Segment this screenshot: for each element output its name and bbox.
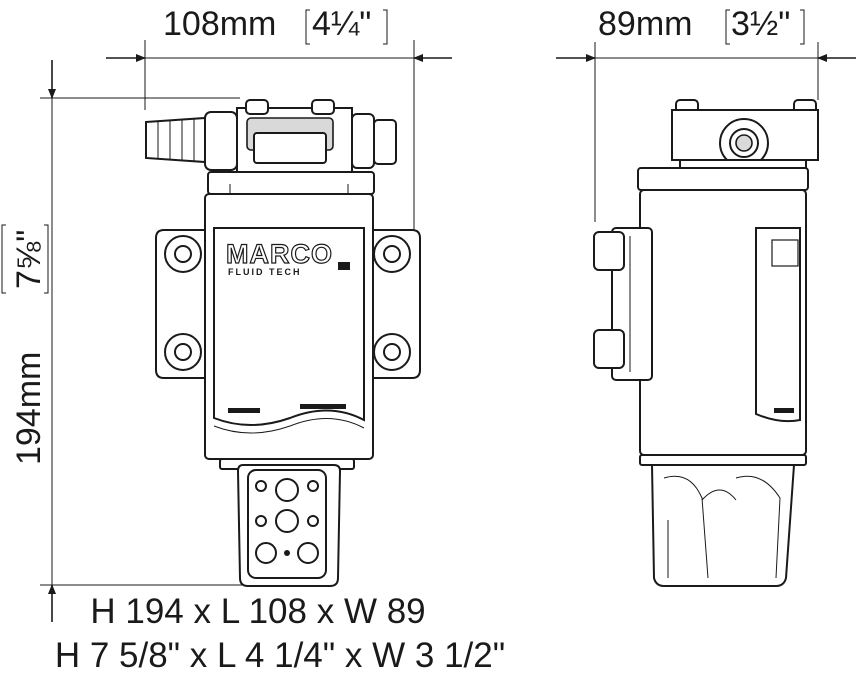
height-dimension: 194mm 7⅝" [1, 60, 245, 622]
length-dimension: 108mm 4¼" [106, 5, 452, 240]
caption-metric: H 194 x L 108 x W 89 [90, 592, 426, 631]
hose-barb [145, 111, 238, 171]
caption-imperial: H 7 5/8" x L 4 1/4" x W 3 1/2" [54, 636, 506, 675]
length-mm-label: 108mm [163, 5, 276, 43]
length-in-label: 4¼" [312, 5, 371, 43]
logo-brand: MARCO [226, 239, 333, 269]
pump-front-view: MARCO FLUID TECH [145, 99, 421, 587]
width-in-label: 3½" [731, 5, 790, 43]
pump-side-view [593, 99, 819, 587]
height-mm-label: 194mm [10, 352, 48, 465]
height-in-label: 7⅝" [10, 230, 48, 289]
width-mm-label: 89mm [598, 5, 692, 43]
logo-sub: FLUID TECH [228, 267, 302, 277]
width-dimension: 89mm 3½" [556, 5, 856, 222]
